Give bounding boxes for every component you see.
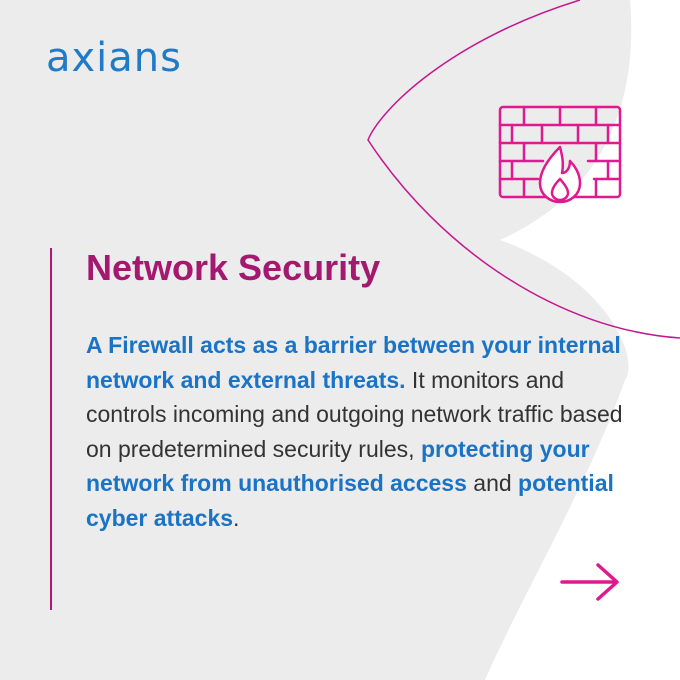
body-text-connector: and: [466, 470, 519, 496]
arrow-right-icon[interactable]: [560, 562, 622, 602]
accent-vertical-line: [50, 248, 52, 610]
body-paragraph: A Firewall acts as a barrier between you…: [86, 328, 646, 535]
body-text-segment: It monitors and controls incoming and ou…: [86, 366, 623, 462]
axians-logo: axians: [46, 35, 182, 81]
body-text-period: .: [233, 504, 240, 531]
section-heading: Network Security: [86, 247, 381, 288]
highlight-protection: protecting your network from unauthorise…: [86, 435, 590, 497]
highlight-cyber-attacks: potential cyber attacks: [86, 470, 614, 531]
firewall-icon: [498, 105, 622, 204]
highlight-firewall-definition: A Firewall acts as a barrier between you…: [86, 332, 621, 393]
